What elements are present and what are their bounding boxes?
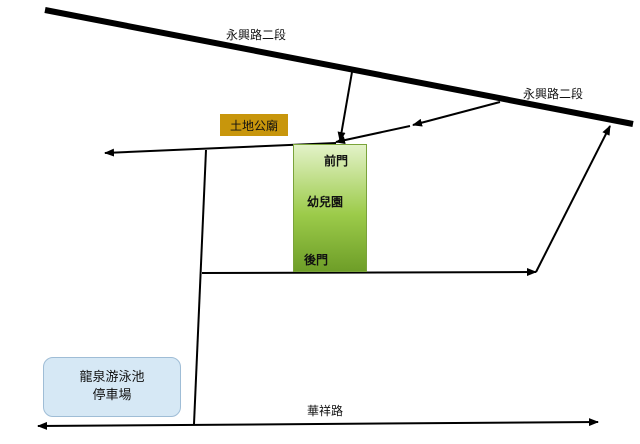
vertical-road [193,149,207,425]
huaxiang-road [37,418,599,430]
route-arrow-left-2 [335,125,411,145]
route-arrow-to-front [337,71,353,142]
school-name-label: 幼兒園 [307,195,344,209]
route-arrow-back-east [201,268,537,277]
parking-label-line1: 龍泉游泳池 [79,370,145,385]
route-arrow-left-1 [412,101,501,127]
school-back-gate-label: 後門 [304,253,329,267]
yongxing-road [44,7,634,127]
road-label-yongxing-right: 永興路二段 [523,87,584,101]
parking-label-line2: 停車場 [92,388,132,403]
road-label-huaxiang: 華祥路 [307,404,344,418]
kindergarten-block [293,144,367,272]
route-arrow-up-right [535,125,611,273]
parking-box: 龍泉游泳池 停車場 [43,357,181,417]
school-front-gate-label: 前門 [324,154,349,168]
road-label-yongxing-top: 永興路二段 [226,28,287,42]
temple-label: 土地公廟 [220,114,288,136]
